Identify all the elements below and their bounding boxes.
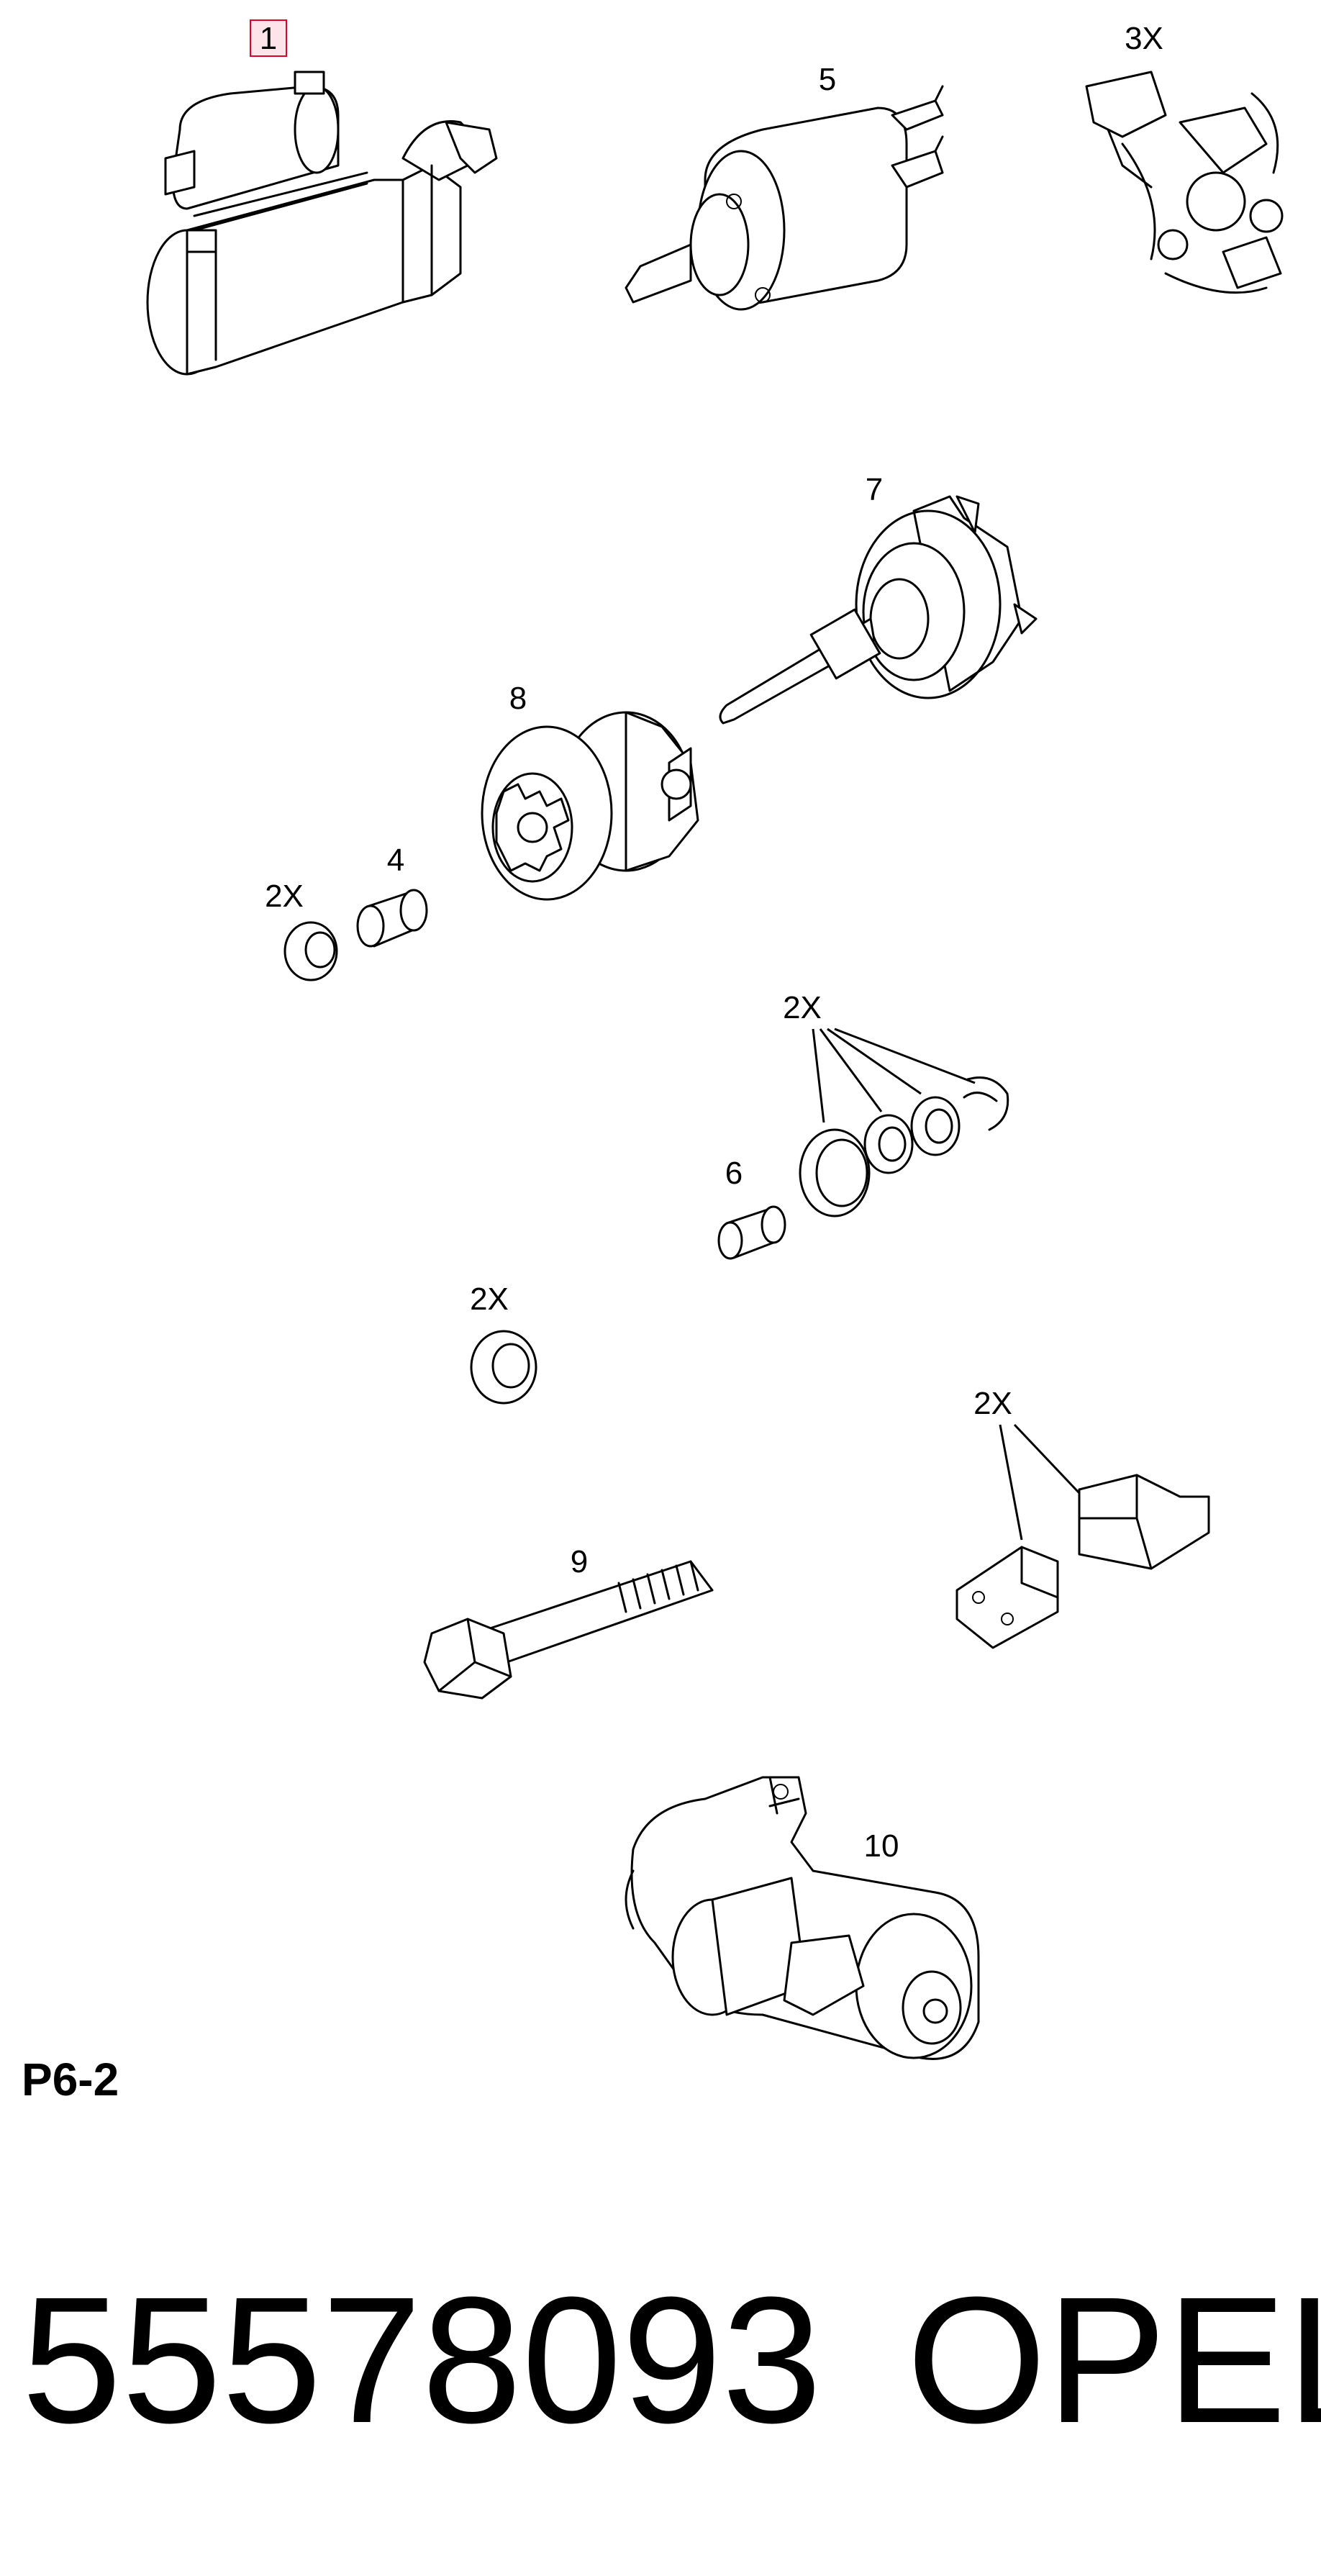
part-4-bushing[interactable]: [356, 889, 428, 948]
part-9-bolt[interactable]: [423, 1560, 714, 1700]
part-washers[interactable]: [799, 1076, 1009, 1217]
part-seal-ring-a[interactable]: [283, 921, 338, 981]
callout-4: 4: [387, 843, 404, 878]
callout-8: 8: [509, 681, 527, 716]
callout-5: 5: [819, 62, 836, 97]
callout-7: 7: [866, 472, 883, 507]
callout-6: 6: [725, 1156, 743, 1191]
part-1-starter-motor[interactable]: [146, 71, 498, 376]
part-seal-ring-b[interactable]: [470, 1330, 537, 1405]
callout-2x-a: 2X: [265, 879, 304, 914]
part-8-pinion-drive[interactable]: [481, 711, 699, 901]
callout-2x-d: 2X: [973, 1386, 1012, 1421]
callout-9: 9: [571, 1544, 588, 1579]
leader-lines-terminals: [999, 1423, 1081, 1541]
callout-1: 1: [260, 21, 277, 56]
part-terminals[interactable]: [955, 1474, 1210, 1649]
callout-3x: 3X: [1125, 21, 1163, 56]
part-10-starter-assembly[interactable]: [625, 1776, 980, 2060]
part-6-bushing[interactable]: [717, 1205, 786, 1260]
part-5-solenoid[interactable]: [625, 85, 944, 311]
callout-10: 10: [864, 1828, 899, 1864]
callout-1-highlight: [250, 19, 287, 57]
diagram-code-label: P6-2: [22, 2054, 119, 2105]
leader-lines-washers: [812, 1028, 976, 1123]
callout-2x-c: 2X: [470, 1282, 509, 1317]
brand-name: OPEL: [907, 2259, 1321, 2460]
footer: 55578093 OPEL: [22, 2252, 1321, 2468]
callout-2x-b: 2X: [783, 990, 822, 1025]
part-3-brush-holder[interactable]: [1085, 71, 1284, 294]
part-7-drive-housing[interactable]: [719, 495, 1038, 725]
part-number: 55578093: [22, 2259, 822, 2460]
